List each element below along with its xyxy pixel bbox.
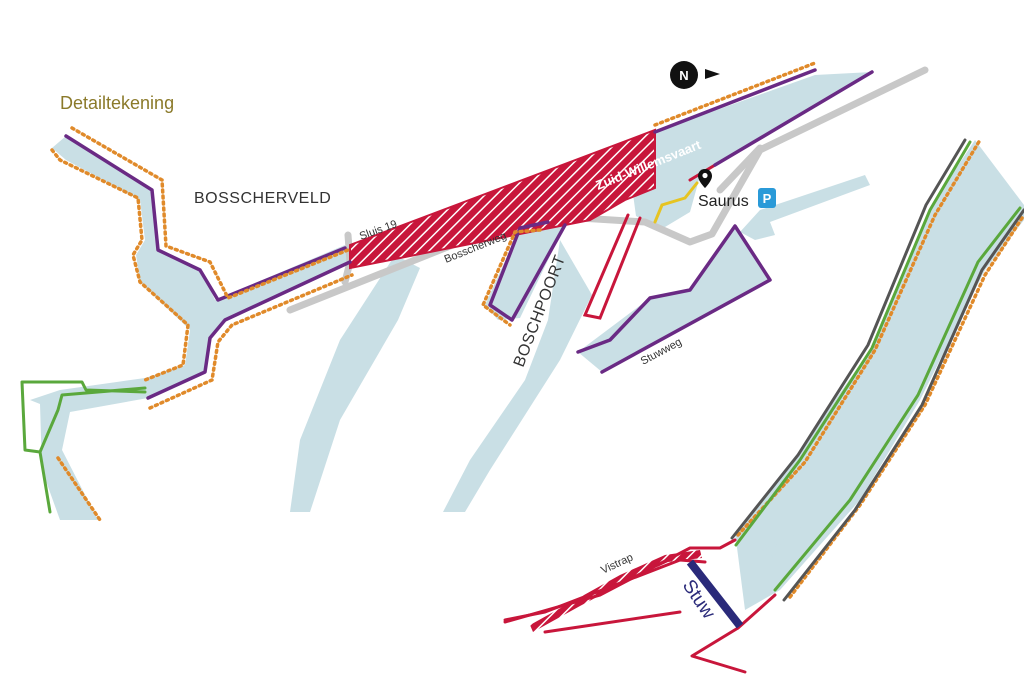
green-west-loop: [20, 380, 147, 514]
road-saurus-connector: [716, 144, 764, 194]
orange-boschpoort: [480, 228, 542, 327]
water-east-creek: [740, 175, 870, 240]
orange-west-inner: [70, 126, 350, 301]
water-boschpoort-basin: [485, 220, 565, 320]
orange-west-outer: [50, 148, 190, 382]
vistrap-area: [503, 538, 777, 674]
purple-west-a: [64, 134, 347, 302]
stuw-barrier[interactable]: [686, 559, 744, 629]
saurus-marker[interactable]: [698, 169, 712, 188]
purple-stuwweg: [576, 224, 772, 374]
label-saurus: Saurus: [698, 193, 749, 210]
orange-canal-north: [653, 61, 817, 127]
label-stuw: Stuw: [678, 576, 719, 623]
yellow-path: [653, 181, 699, 224]
orange-route: [50, 61, 1024, 599]
water-west-channel: [30, 136, 350, 520]
purple-canal-north: [653, 68, 817, 134]
orange-maas-west: [736, 138, 982, 537]
green-maas-east: [773, 206, 1022, 592]
maas-dark-banks: [730, 138, 1024, 602]
vistrap-hatch[interactable]: [530, 550, 702, 632]
canal-zuid-willemsvaart[interactable]: [349, 128, 656, 270]
parking-icon[interactable]: P: [758, 188, 776, 208]
legend-title: Detailtekening: [60, 93, 174, 113]
green-maas-west: [734, 140, 972, 547]
purple-west-b: [146, 260, 352, 400]
water-bodies: [30, 72, 1024, 610]
water-maas: [735, 140, 1024, 610]
orange-west-lower: [148, 273, 354, 410]
water-stuwweg-basin: [578, 228, 770, 372]
water-main-river: [443, 240, 592, 512]
purple-routes: [64, 68, 874, 400]
north-arrow-icon: [705, 69, 720, 79]
orange-bottom-left: [56, 456, 102, 522]
north-circle-icon: [670, 61, 698, 89]
green-route: [20, 140, 1022, 592]
orange-maas-east: [788, 213, 1024, 599]
label-bosscherveld: BOSSCHERVELD: [194, 190, 331, 207]
water-sluis-channel: [290, 255, 420, 512]
purple-canal-east: [713, 70, 874, 167]
location-pin-icon: [698, 169, 712, 188]
north-indicator: N: [670, 61, 720, 89]
north-letter: N: [679, 68, 688, 83]
parking-letter: P: [763, 191, 772, 206]
purple-boschpoort-basin: [488, 220, 567, 322]
